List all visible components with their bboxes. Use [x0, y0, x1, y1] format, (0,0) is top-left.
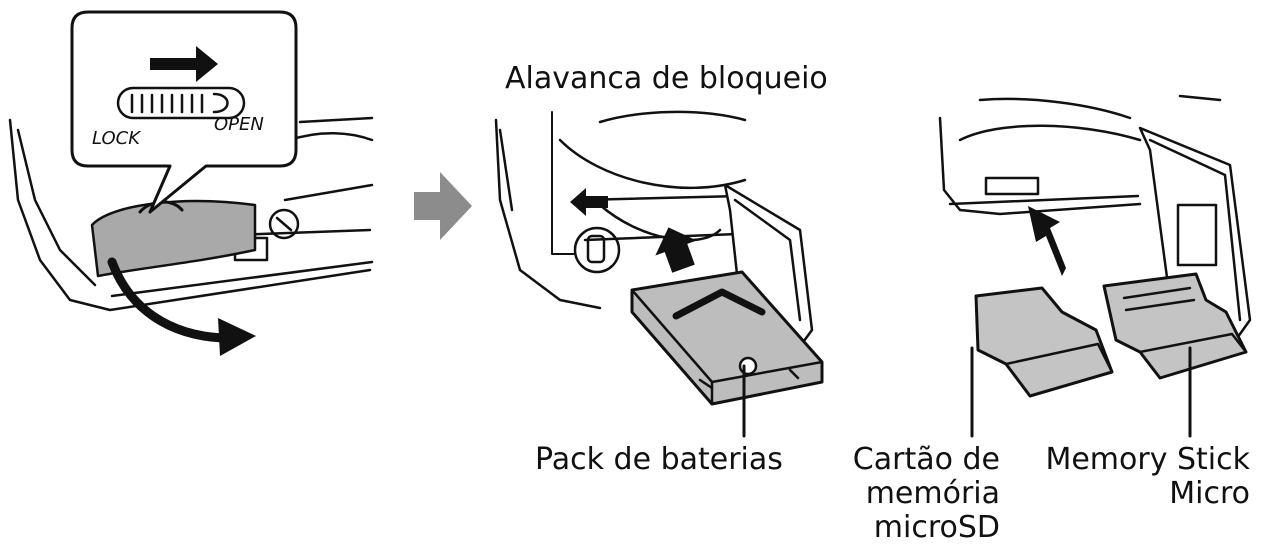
lock-position-label: LOCK: [92, 128, 141, 149]
battery-pack-shape: [630, 270, 824, 406]
battery-pack-label: Pack de baterias: [535, 442, 783, 477]
memory-stick-label-line1: Memory Stick: [1045, 442, 1250, 477]
open-position-label: OPEN: [214, 114, 264, 135]
card-insert-arrow-icon: [1028, 206, 1066, 276]
microsd-card-shape: [974, 286, 1114, 398]
lock-lever-label: Alavanca de bloqueio: [505, 61, 828, 96]
lock-lever-leader: [551, 111, 576, 255]
curved-arrow-icon: [107, 257, 227, 343]
right-arrow-icon: [414, 172, 472, 240]
memory-stick-micro-shape: [1102, 272, 1248, 380]
slide-arrow-icon: [150, 46, 218, 82]
battery-door: [90, 199, 257, 278]
left-arrow-icon: [570, 188, 608, 216]
lock-lever-circle: [573, 226, 621, 274]
microsd-label-line2: memória: [865, 476, 1000, 511]
insert-arrow-icon: [655, 227, 697, 273]
microsd-label-line3: microSD: [873, 510, 1000, 545]
memory-stick-label-line2: Micro: [1169, 476, 1250, 511]
callout-bubble: [70, 10, 298, 214]
lock-switch-icon: [116, 86, 246, 120]
microsd-label-line1: Cartão de: [852, 442, 1000, 477]
